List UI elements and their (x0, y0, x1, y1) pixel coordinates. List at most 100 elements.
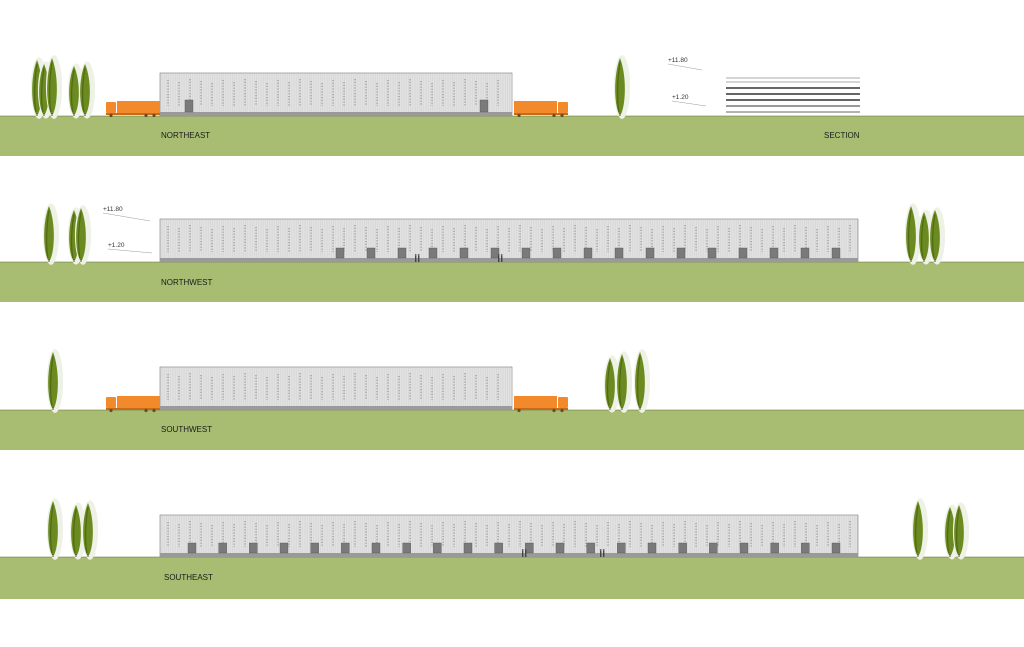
facade-wall (159, 218, 859, 263)
tree-shade (637, 355, 641, 407)
loading-door (800, 247, 810, 259)
loading-door (433, 542, 442, 554)
building-facade (159, 72, 513, 117)
loading-door (341, 542, 350, 554)
ground-strip (0, 116, 1024, 156)
tree-shade (932, 213, 936, 259)
tree-shade (82, 67, 86, 113)
truck-right (514, 396, 568, 413)
cypress-tree (613, 55, 631, 119)
cypress-tree (74, 205, 92, 265)
loading-door (586, 542, 595, 554)
drawing-label: NORTHEAST (161, 131, 210, 140)
tree-shade (46, 209, 50, 259)
tree-shade (947, 510, 951, 554)
truck-wheel (552, 113, 556, 118)
loading-door (678, 542, 687, 554)
cypress-tree (911, 498, 929, 560)
cypress-tree (904, 203, 922, 265)
truck-left (106, 101, 160, 118)
facade-plinth (160, 553, 858, 557)
person-figure (603, 551, 605, 557)
tree-group-right (904, 203, 946, 265)
elevation-leader-bottom (671, 100, 707, 107)
tree-shade (956, 508, 960, 554)
loading-door (310, 542, 319, 554)
loading-door (645, 247, 655, 259)
loading-door (366, 247, 376, 259)
person-group (414, 254, 420, 262)
loading-door (739, 542, 749, 554)
tree-shade (34, 63, 38, 113)
loading-door (583, 247, 593, 259)
building-facade (159, 514, 859, 558)
loading-door (831, 247, 841, 259)
tree-group-left (30, 55, 96, 119)
truck-wheel (517, 408, 521, 413)
loading-door (279, 542, 289, 554)
tree-group-right (603, 349, 651, 413)
building-facade (159, 366, 513, 411)
truck-wheel (560, 408, 564, 413)
tree-group-right (911, 498, 970, 560)
loading-door (552, 247, 562, 259)
truck-wheel (560, 113, 564, 118)
loading-door (371, 542, 381, 554)
loading-door (218, 542, 227, 554)
facade-plinth (160, 406, 512, 410)
building-facade (159, 218, 859, 263)
person-head (602, 549, 605, 551)
person-group (599, 549, 605, 557)
loading-door (770, 542, 779, 554)
loading-door (676, 247, 686, 259)
tree-shade (49, 61, 53, 113)
cypress-tree (46, 498, 64, 560)
drawing-label: SOUTHWEST (161, 425, 212, 434)
loading-door (801, 542, 810, 554)
drawing-label: NORTHWEST (161, 278, 213, 287)
northeast-elevation: NORTHEAST (0, 55, 1024, 156)
tree-group-right (613, 55, 631, 119)
loading-door (617, 542, 626, 554)
loading-door (494, 542, 503, 554)
truck-chassis (514, 113, 568, 115)
loading-door (647, 542, 657, 554)
section-label: SECTION (824, 131, 860, 140)
cypress-tree (952, 502, 970, 560)
truck-cab (106, 397, 116, 408)
person-figure (418, 256, 420, 262)
tree-shade (50, 504, 54, 554)
truck-trailer (514, 396, 557, 408)
cypress-tree (46, 349, 64, 413)
truck-cab (558, 102, 568, 113)
truck-cab (558, 397, 568, 408)
tree-shade (915, 504, 919, 554)
southeast-elevation: SOUTHEAST (0, 498, 1024, 599)
tree-shade (71, 69, 75, 113)
tree-shade (73, 508, 77, 554)
cypress-tree (615, 351, 633, 413)
section-drawing: +11.80 +1.20 SECTION (667, 57, 860, 140)
tree-shade (71, 213, 75, 259)
truck-wheel (552, 408, 556, 413)
truck-wheel (109, 408, 113, 413)
loading-door (249, 542, 258, 554)
loading-door (479, 99, 489, 113)
ground-strip (0, 557, 1024, 599)
cypress-tree (78, 61, 96, 119)
elevation-mark-bottom: +1.20 (108, 242, 125, 249)
facade-plinth (160, 112, 512, 116)
elevation-leader-top (102, 212, 151, 222)
truck-chassis (514, 408, 568, 410)
elevation-leader-bottom (107, 248, 153, 254)
person-figure (498, 256, 500, 262)
tree-shade (78, 211, 82, 259)
loading-door (707, 247, 717, 259)
southwest-elevation: SOUTHWEST (0, 349, 1024, 450)
person-head (414, 254, 417, 256)
person-group (521, 549, 527, 557)
truck-trailer (117, 396, 160, 408)
loading-door (184, 99, 194, 113)
truck-wheel (517, 113, 521, 118)
tree-shade (50, 355, 54, 407)
